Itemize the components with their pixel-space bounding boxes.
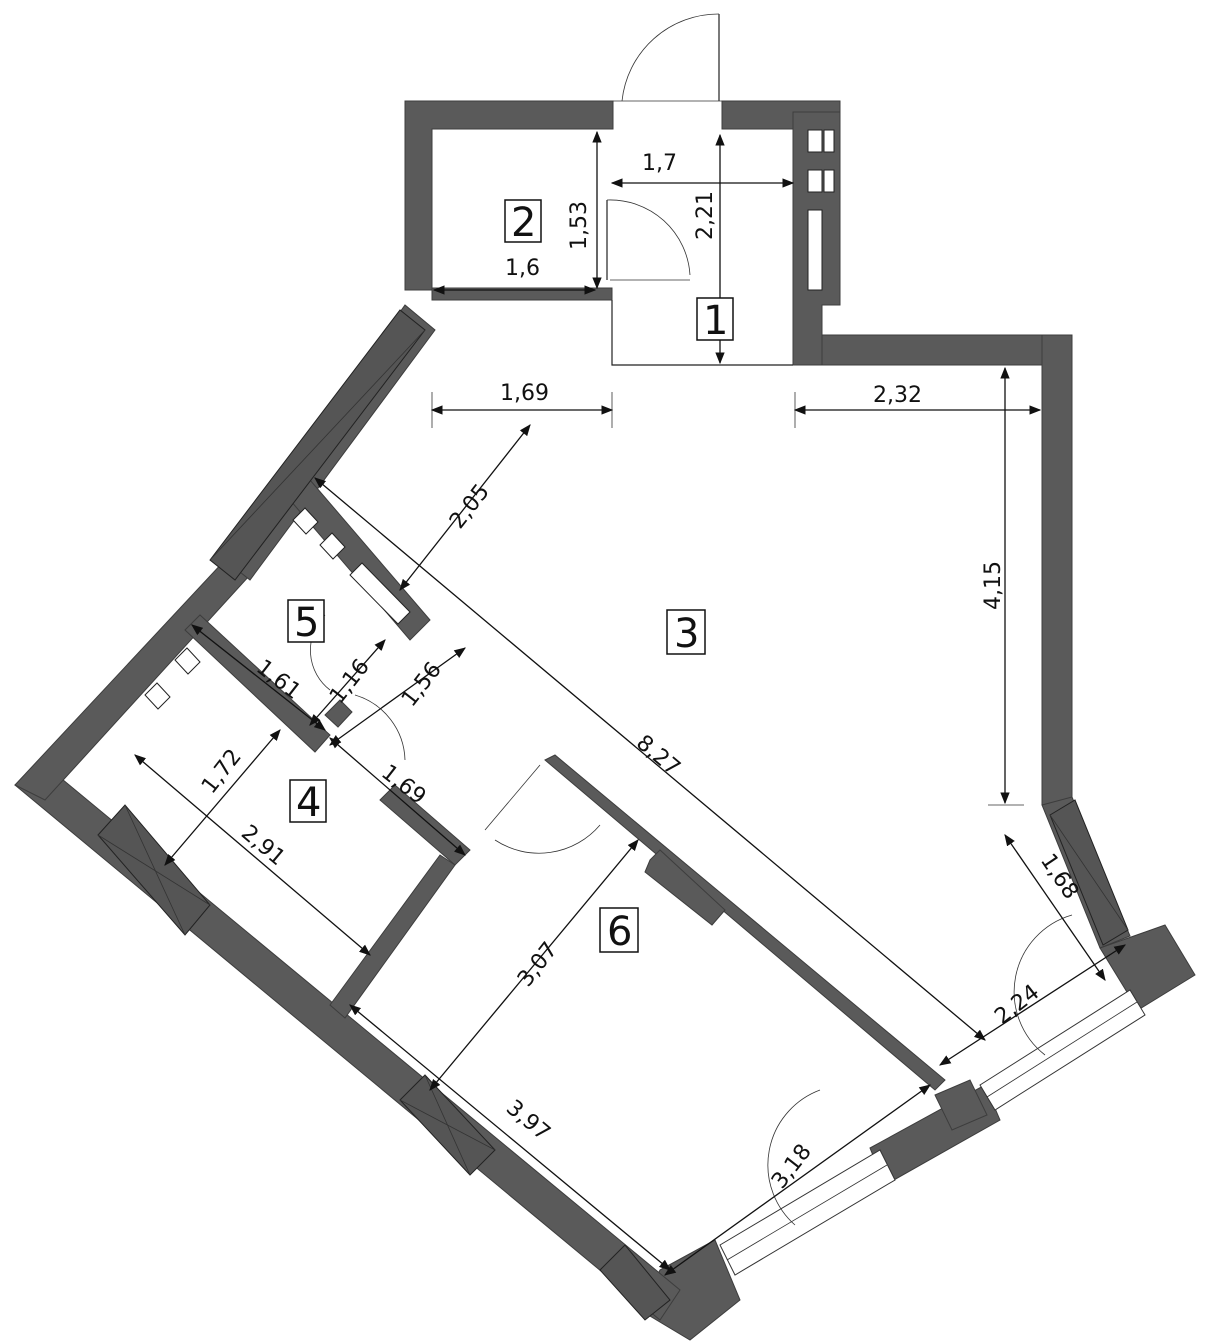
room-number-2: 2 — [511, 200, 536, 246]
dim-3-18: 3,18 — [767, 1140, 817, 1194]
dim-1-69-top: 1,69 — [500, 381, 549, 406]
room1-outline — [611, 300, 793, 366]
dim-4-15: 4,15 — [981, 561, 1006, 610]
dim-3-07: 3,07 — [513, 938, 563, 992]
dim-3-97: 3,97 — [501, 1095, 555, 1146]
room-number-4: 4 — [296, 780, 321, 826]
room-number-1: 1 — [703, 298, 728, 344]
dim-8-27: 8,27 — [631, 730, 685, 781]
room-number-3: 3 — [674, 611, 699, 657]
room-labels: 1 2 3 4 5 6 — [287, 199, 734, 955]
room-number-6: 6 — [607, 909, 632, 955]
dim-1-72: 1,72 — [197, 745, 247, 799]
wall-right — [1041, 334, 1073, 806]
wall-top-right — [821, 334, 1071, 366]
shelf-room4-2 — [144, 682, 171, 710]
shelf-top-5 — [807, 209, 823, 291]
shelf-top-2 — [823, 129, 835, 153]
dim-1-16: 1,16 — [325, 655, 375, 709]
storage-shelves — [144, 129, 835, 710]
dim-1-7: 1,7 — [642, 151, 677, 176]
dim-1-6: 1,6 — [505, 256, 540, 281]
room-number-5: 5 — [294, 600, 319, 646]
wall-room4-right — [379, 784, 471, 866]
dim-1-53: 1,53 — [567, 201, 592, 250]
dim-2-21: 2,21 — [693, 191, 718, 240]
dim-2-24: 2,24 — [990, 980, 1044, 1030]
shelf-top-4 — [823, 169, 835, 193]
shelf-top-3 — [807, 169, 823, 193]
dim-2-32: 2,32 — [873, 383, 922, 408]
wall-bottom-mid — [934, 1079, 988, 1131]
dimension-lines — [134, 130, 1126, 1276]
dim-2-05: 2,05 — [445, 480, 495, 534]
shelf-top-1 — [807, 129, 823, 153]
